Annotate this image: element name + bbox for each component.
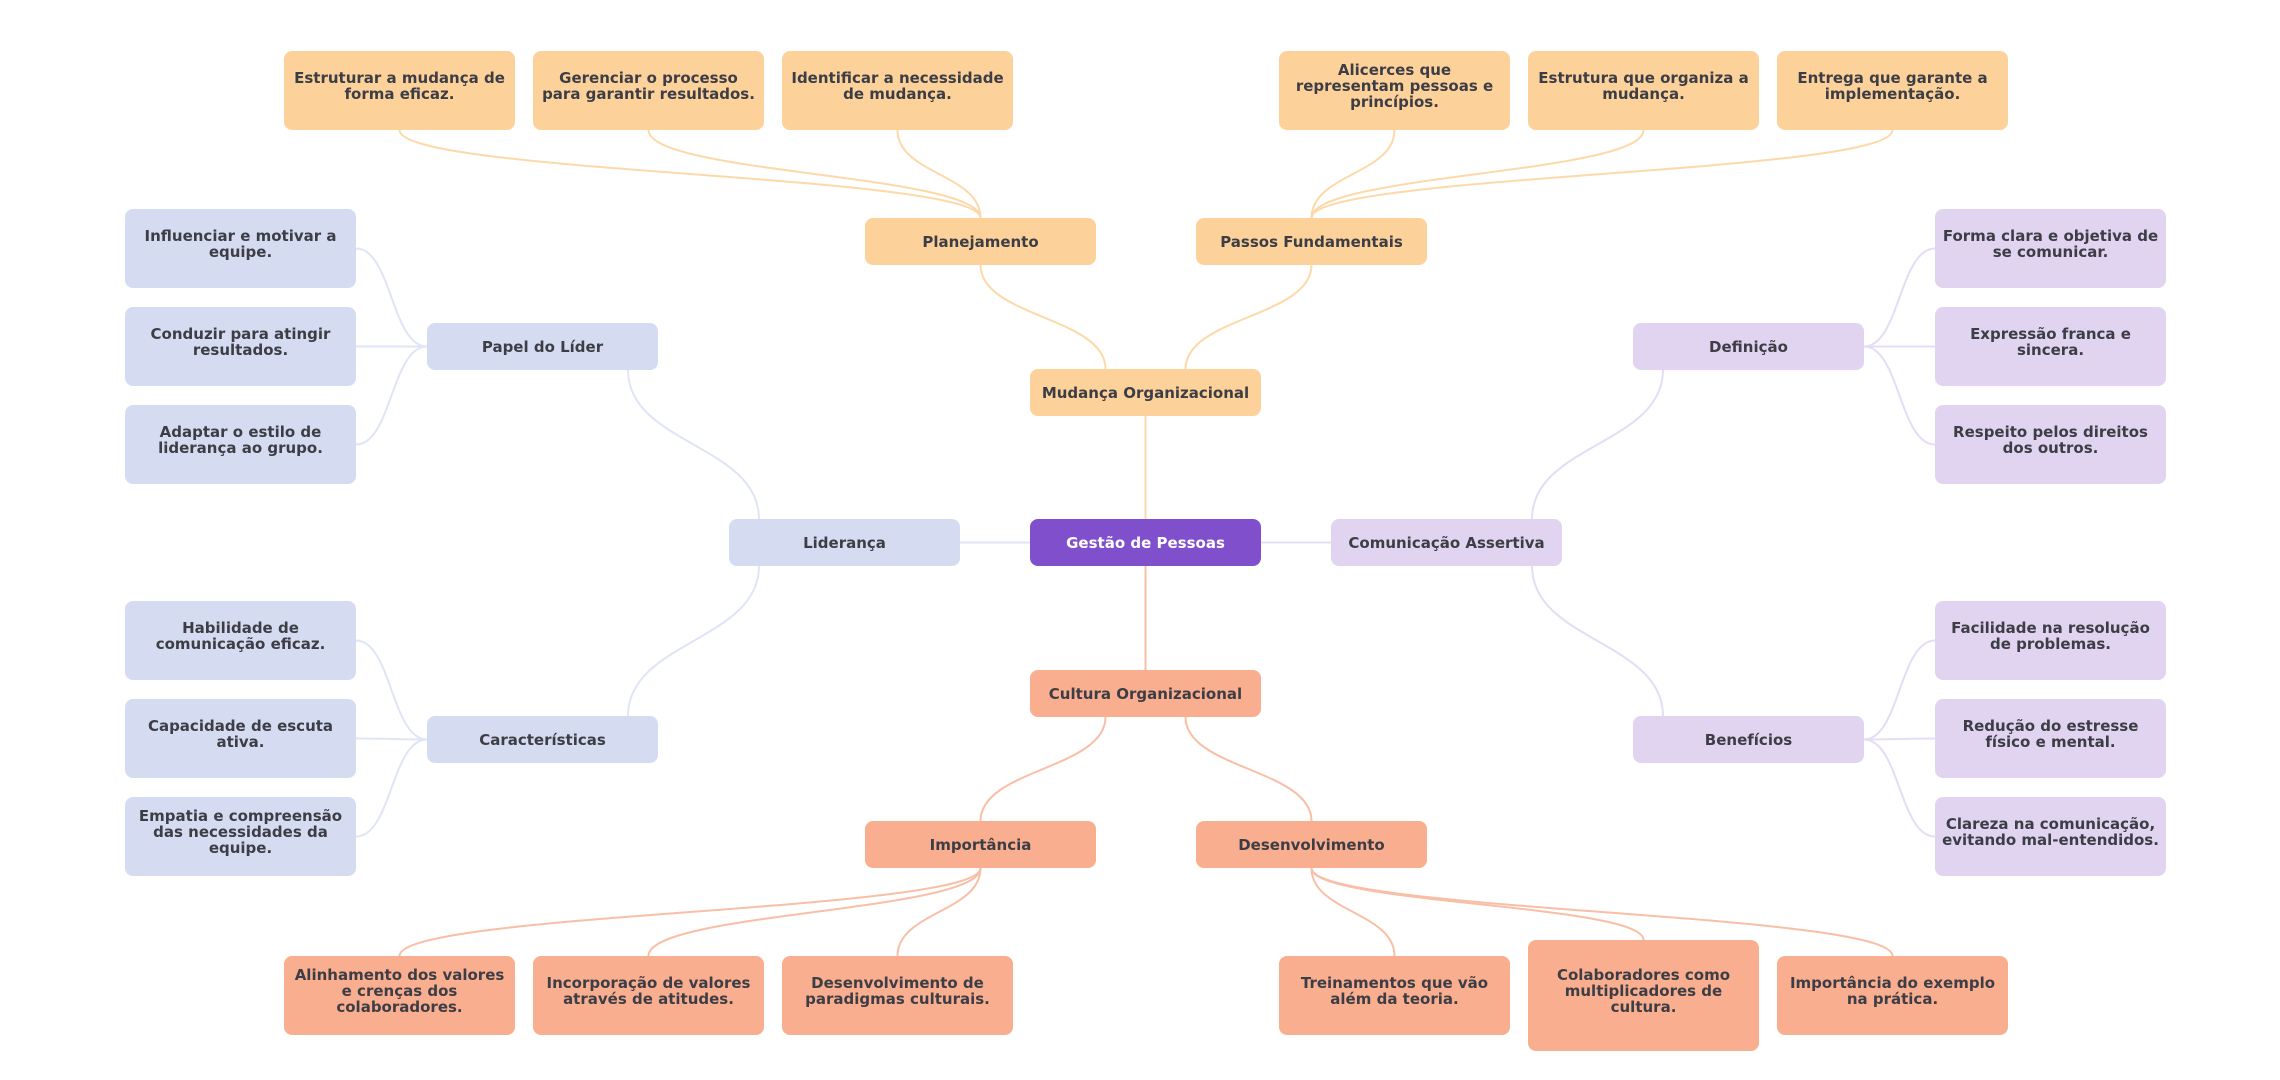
edge-topic-leaf [1310, 867, 1894, 957]
edge-topic-leaf [1863, 737, 1936, 741]
root-node[interactable]: Gestão de Pessoas [1030, 519, 1261, 566]
leaf-caracteristicas[interactable]: Capacidade de escuta ativa. [125, 699, 356, 778]
topic-planejamento[interactable]: Planejamento [865, 218, 1096, 265]
edge-topic-leaf [355, 345, 428, 446]
edge-topic-leaf [896, 129, 982, 219]
leaf-planejamento[interactable]: Gerenciar o processo para garantir resul… [533, 51, 764, 130]
edge-topic-leaf [355, 639, 428, 741]
topic-definicao[interactable]: Definição [1633, 323, 1864, 370]
topic-importancia[interactable]: Importância [865, 821, 1096, 868]
leaf-papel-do-lider[interactable]: Influenciar e motivar a equipe. [125, 209, 356, 288]
topic-beneficios[interactable]: Benefícios [1633, 716, 1864, 763]
edge-topic-leaf [1863, 247, 1936, 348]
topic-papel-do-lider[interactable]: Papel do Líder [427, 323, 658, 370]
edge-topic-leaf [1310, 129, 1894, 219]
leaf-papel-do-lider[interactable]: Adaptar o estilo de liderança ao grupo. [125, 405, 356, 484]
edge-topic-leaf [1310, 129, 1396, 219]
leaf-desenvolvimento[interactable]: Treinamentos que vão além da teoria. [1279, 956, 1510, 1035]
branch-comunicacao-assertiva[interactable]: Comunicação Assertiva [1331, 519, 1562, 566]
edge-topic-leaf [1310, 129, 1645, 219]
leaf-planejamento[interactable]: Estruturar a mudança de forma eficaz. [284, 51, 515, 130]
leaf-beneficios[interactable]: Clareza na comunicação, evitando mal-ent… [1935, 797, 2166, 876]
leaf-definicao[interactable]: Respeito pelos direitos dos outros. [1935, 405, 2166, 484]
edge-topic-leaf [647, 867, 982, 957]
leaf-definicao[interactable]: Expressão franca e sincera. [1935, 307, 2166, 386]
leaf-papel-do-lider[interactable]: Conduzir para atingir resultados. [125, 307, 356, 386]
edge-topic-leaf [355, 738, 428, 838]
leaf-passos-fundamentais[interactable]: Alicerces que representam pessoas e prin… [1279, 51, 1510, 130]
leaf-caracteristicas[interactable]: Habilidade de comunicação eficaz. [125, 601, 356, 680]
leaf-beneficios[interactable]: Facilidade na resolução de problemas. [1935, 601, 2166, 680]
topic-caracteristicas[interactable]: Características [427, 716, 658, 763]
leaf-importancia[interactable]: Incorporação de valores através de atitu… [533, 956, 764, 1035]
leaf-desenvolvimento[interactable]: Importância do exemplo na prática. [1777, 956, 2008, 1035]
edge-branch-topic [627, 565, 760, 717]
edge-topic-leaf [398, 129, 982, 219]
edge-topic-leaf [1310, 867, 1645, 941]
edge-topic-leaf [398, 867, 982, 957]
edge-branch-topic [1184, 264, 1313, 370]
branch-lideranca[interactable]: Liderança [729, 519, 960, 566]
edge-topic-leaf [355, 737, 428, 741]
edge-branch-topic [979, 264, 1107, 370]
edge-topic-leaf [1863, 345, 1936, 446]
edge-branch-topic [627, 369, 760, 520]
edge-topic-leaf [896, 867, 982, 957]
branch-cultura-organizacional[interactable]: Cultura Organizacional [1030, 670, 1261, 717]
branch-mudanca-organizacional[interactable]: Mudança Organizacional [1030, 369, 1261, 416]
topic-passos-fundamentais[interactable]: Passos Fundamentais [1196, 218, 1427, 265]
leaf-caracteristicas[interactable]: Empatia e compreensão das necessidades d… [125, 797, 356, 876]
leaf-importancia[interactable]: Desenvolvimento de paradigmas culturais. [782, 956, 1013, 1035]
leaf-definicao[interactable]: Forma clara e objetiva de se comunicar. [1935, 209, 2166, 288]
topic-desenvolvimento[interactable]: Desenvolvimento [1196, 821, 1427, 868]
edge-topic-leaf [1863, 738, 1936, 838]
leaf-importancia[interactable]: Alinhamento dos valores e crenças dos co… [284, 956, 515, 1035]
leaf-passos-fundamentais[interactable]: Entrega que garante a implementação. [1777, 51, 2008, 130]
edge-branch-topic [1531, 565, 1664, 717]
edge-topic-leaf [1863, 639, 1936, 741]
leaf-passos-fundamentais[interactable]: Estrutura que organiza a mudança. [1528, 51, 1759, 130]
edge-branch-topic [1184, 716, 1313, 822]
edge-branch-topic [979, 716, 1107, 822]
edge-topic-leaf [647, 129, 982, 219]
edge-topic-leaf [355, 247, 428, 348]
leaf-planejamento[interactable]: Identificar a necessidade de mudança. [782, 51, 1013, 130]
edge-topic-leaf [1310, 867, 1396, 957]
leaf-beneficios[interactable]: Redução do estresse físico e mental. [1935, 699, 2166, 778]
edge-branch-topic [1531, 369, 1664, 520]
leaf-desenvolvimento[interactable]: Colaboradores como multiplicadores de cu… [1528, 940, 1759, 1051]
